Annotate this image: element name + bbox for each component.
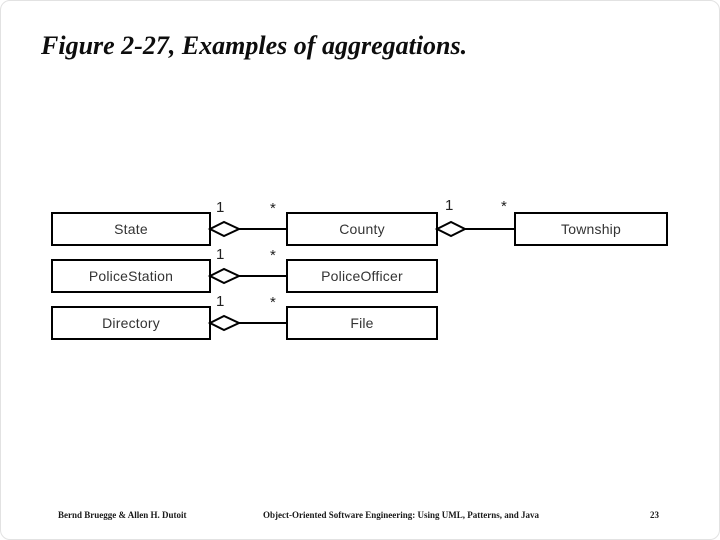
class-box-county: County (286, 212, 438, 246)
aggregation-connector-state-county (207, 220, 286, 238)
class-label-policeofficer: PoliceOfficer (321, 268, 403, 284)
class-box-file: File (286, 306, 438, 340)
footer-page-number: 23 (650, 510, 659, 520)
footer-author: Bernd Bruegge & Allen H. Dutoit (58, 510, 187, 520)
class-box-directory: Directory (51, 306, 211, 340)
class-label-directory: Directory (102, 315, 160, 331)
aggregation-diamond-icon (207, 314, 242, 332)
class-box-township: Township (514, 212, 668, 246)
footer-book-title: Object-Oriented Software Engineering: Us… (262, 510, 540, 520)
multiplicity-policestation-policeofficer-whole: 1 (216, 246, 225, 263)
aggregation-connector-directory-file (207, 314, 286, 332)
class-label-file: File (350, 315, 374, 331)
multiplicity-policestation-policeofficer-part: * (270, 247, 276, 264)
class-box-state: State (51, 212, 211, 246)
multiplicity-county-township-part: * (501, 198, 507, 215)
class-label-county: County (339, 221, 385, 237)
class-label-township: Township (561, 221, 621, 237)
class-label-state: State (114, 221, 148, 237)
class-box-policestation: PoliceStation (51, 259, 211, 293)
class-label-policestation: PoliceStation (88, 268, 174, 284)
aggregation-diamond-icon (434, 220, 468, 238)
multiplicity-county-township-whole: 1 (445, 197, 454, 214)
multiplicity-state-county-whole: 1 (216, 199, 225, 216)
aggregation-diamond-icon (207, 267, 242, 285)
slide-title: Figure 2-27, Examples of aggregations. (41, 31, 468, 60)
multiplicity-state-county-part: * (270, 200, 276, 217)
multiplicity-directory-file-whole: 1 (216, 293, 225, 310)
aggregation-connector-county-township (434, 220, 514, 238)
aggregation-connector-policestation-policeofficer (207, 267, 286, 285)
class-box-policeofficer: PoliceOfficer (286, 259, 438, 293)
aggregation-diamond-icon (207, 220, 242, 238)
multiplicity-directory-file-part: * (270, 294, 276, 311)
